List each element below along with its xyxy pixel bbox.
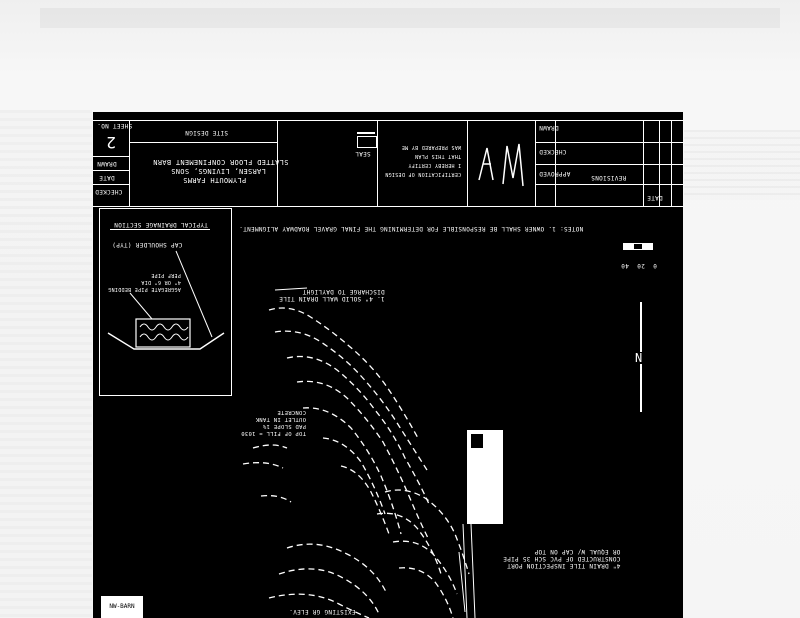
title-block: SHEET NO. 2 DRAWN DATE CHECKED SITE DESI… <box>93 120 683 207</box>
drainage-detail: TYPICAL DRAINAGE SECTION CAP SHOULDER (T… <box>99 208 232 396</box>
detail-section-drawing <box>107 250 225 350</box>
engineer-signature <box>478 143 524 187</box>
scan-top-shadow <box>40 8 780 28</box>
drawing-sheet: SHEET NO. 2 DRAWN DATE CHECKED SITE DESI… <box>93 112 683 618</box>
contour-lines <box>242 287 476 618</box>
scale-bar <box>623 243 657 257</box>
scan-right-bleed <box>684 130 800 200</box>
north-letter: N <box>635 351 643 365</box>
inspection-port <box>467 430 503 524</box>
corner-stamp: NW-BARN <box>101 596 143 618</box>
scan-left-bleed <box>0 110 92 618</box>
